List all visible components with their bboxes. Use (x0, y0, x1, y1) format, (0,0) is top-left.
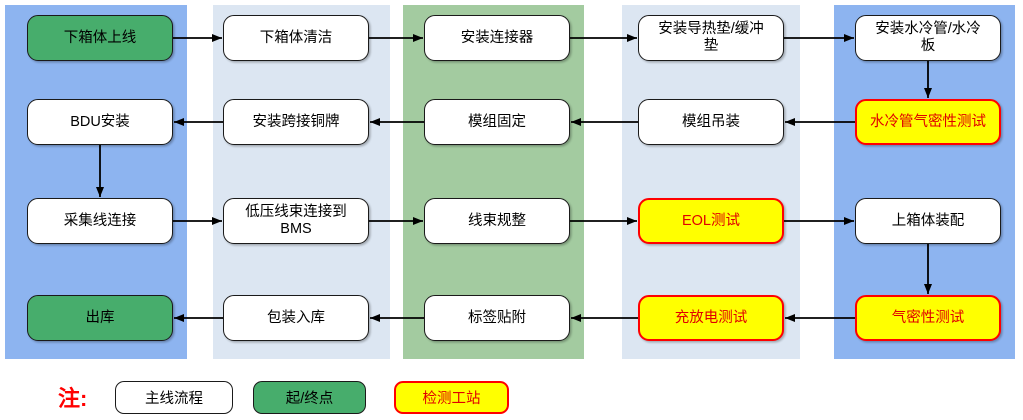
legend-item-start-end: 起/终点 (253, 381, 366, 414)
flow-node-mozu-guding: 模组固定 (424, 99, 570, 145)
flow-node-eol-ceshi: EOL测试 (638, 198, 784, 244)
legend-item-test-station: 检测工站 (394, 381, 509, 414)
flow-node-anzhuang-shuilengguan: 安装水冷管/水冷 板 (855, 15, 1001, 61)
flow-node-xiaxiangti-qingjie: 下箱体清洁 (223, 15, 369, 61)
flow-node-shangxiangti-zhuangpei: 上箱体装配 (855, 198, 1001, 244)
flow-node-chuku: 出库 (27, 295, 173, 341)
legend: 注: 主线流程 起/终点 检测工站 (0, 377, 1023, 417)
flow-node-chongfangdian-ceshi: 充放电测试 (638, 295, 784, 341)
flow-node-anzhuang-lianjieqi: 安装连接器 (424, 15, 570, 61)
flow-node-anzhuang-daoredian: 安装导热垫/缓冲 垫 (638, 15, 784, 61)
flow-node-xianshu-guizheng: 线束规整 (424, 198, 570, 244)
legend-item-label: 起/终点 (285, 391, 334, 407)
flow-node-anzhuang-kuajie-tongpai: 安装跨接铜牌 (223, 99, 369, 145)
legend-note-label: 注: (58, 386, 88, 411)
flow-node-diya-xianshu-lianjie-bms: 低压线束连接到 BMS (223, 198, 369, 244)
flow-node-biaoqian-tiefu: 标签贴附 (424, 295, 570, 341)
flow-node-baozhuang-ruku: 包装入库 (223, 295, 369, 341)
flow-node-bdu-anzhuang: BDU安装 (27, 99, 173, 145)
legend-item-label: 主线流程 (145, 391, 203, 407)
legend-item-label: 检测工站 (422, 391, 481, 407)
legend-item-mainline: 主线流程 (115, 381, 233, 414)
flow-node-xiaxiangti-shangxian: 下箱体上线 (27, 15, 173, 61)
flow-node-shuilengguan-qimixing-ceshi: 水冷管气密性测试 (855, 99, 1001, 145)
flow-node-qimixing-ceshi: 气密性测试 (855, 295, 1001, 341)
flow-node-caijixian-lianjie: 采集线连接 (27, 198, 173, 244)
flow-node-mozu-diaozhuang: 模组吊装 (638, 99, 784, 145)
